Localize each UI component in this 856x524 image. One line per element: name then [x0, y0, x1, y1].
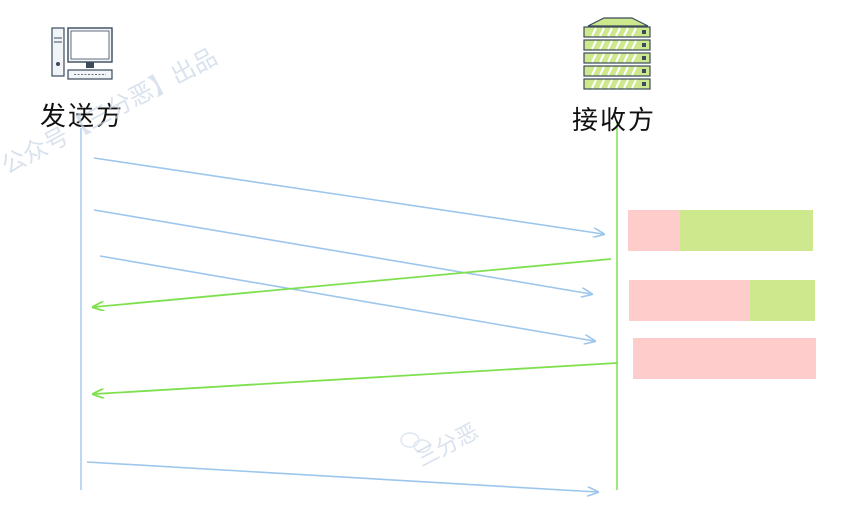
receiver-label: 接收方: [572, 106, 657, 136]
buffer-used: [629, 280, 750, 321]
receive-buffer-3: [633, 338, 816, 379]
ack-arrow-2: [94, 362, 618, 394]
buffer-used: [633, 338, 816, 379]
data-arrow-1: [93, 157, 603, 234]
ack-arrow-1: [94, 258, 612, 307]
buffer-used: [628, 210, 680, 251]
data-arrow-4: [86, 461, 597, 492]
wechat-icon: [400, 432, 431, 453]
receive-buffer-1: [628, 210, 813, 251]
data-arrow-3: [99, 255, 594, 341]
server-icon: [583, 17, 651, 90]
receive-buffer-2: [629, 280, 815, 321]
data-arrow-2: [93, 209, 591, 294]
sender-label: 发送方: [40, 102, 125, 132]
computer-icon: [51, 27, 113, 80]
